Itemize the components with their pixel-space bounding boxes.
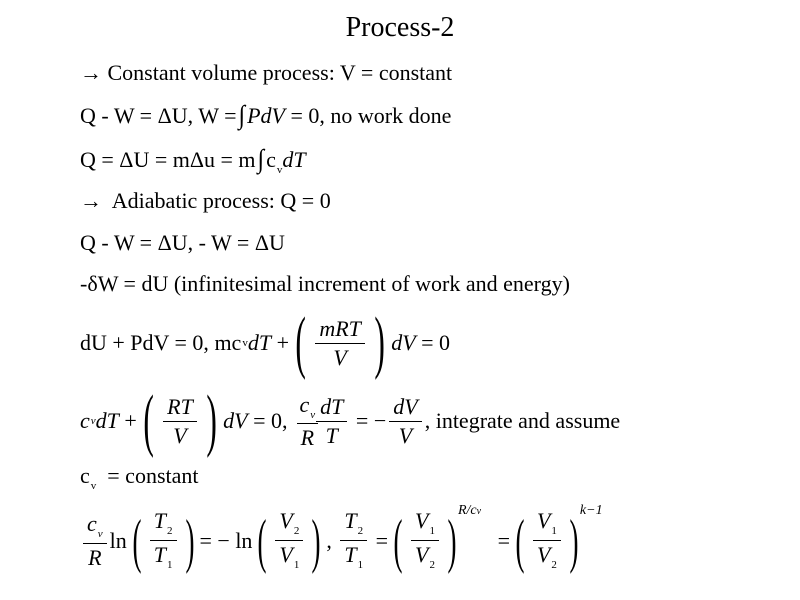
constant-volume-label: Constant volume process: [107, 60, 335, 85]
exponent-k-minus-1: k−1 [579, 502, 603, 518]
fraction: cv R [83, 512, 107, 569]
constant-volume-equation: V = constant [339, 60, 453, 85]
arrow-icon: → [80, 60, 102, 85]
infinitesimal-line: -δW = dU (infinitesimal increment of wor… [80, 271, 570, 296]
constant-volume-line: → Constant volume process: V = constant [80, 62, 452, 84]
fraction: cv R [296, 393, 320, 449]
cv-constant-line: cv = constant [80, 463, 199, 492]
fraction: mRT V [315, 317, 365, 369]
fraction-parentheses: ( mRT V ) [295, 304, 385, 381]
heat-equation-line: Q = ΔU = mΔu = m∫cvdT [80, 145, 306, 176]
page-title: Process-2 [345, 12, 455, 43]
fraction-parentheses: ( RT V ) [143, 382, 217, 459]
fraction: RT V [163, 395, 197, 447]
final-equation-line: cv R ln ( T2 T1 ) = − ln ( V2 V1 ) , T2 … [80, 503, 603, 571]
adiabatic-energy-line: Q - W = ΔU, - W = ΔU [80, 230, 285, 255]
exponent-r-over-cv: R/cv [457, 502, 482, 518]
adiabatic-line: → Adiabatic process: Q = 0 [80, 190, 331, 212]
adiabatic-label: Adiabatic process: [111, 188, 275, 213]
fraction: dV V [389, 395, 422, 447]
arrow-icon: → [80, 188, 102, 213]
fraction: dT T [316, 395, 348, 447]
work-equation-line: Q - W = ΔU, W =∫PdV = 0, no work done [80, 101, 452, 131]
adiabatic-equation: Q = 0 [280, 188, 331, 213]
